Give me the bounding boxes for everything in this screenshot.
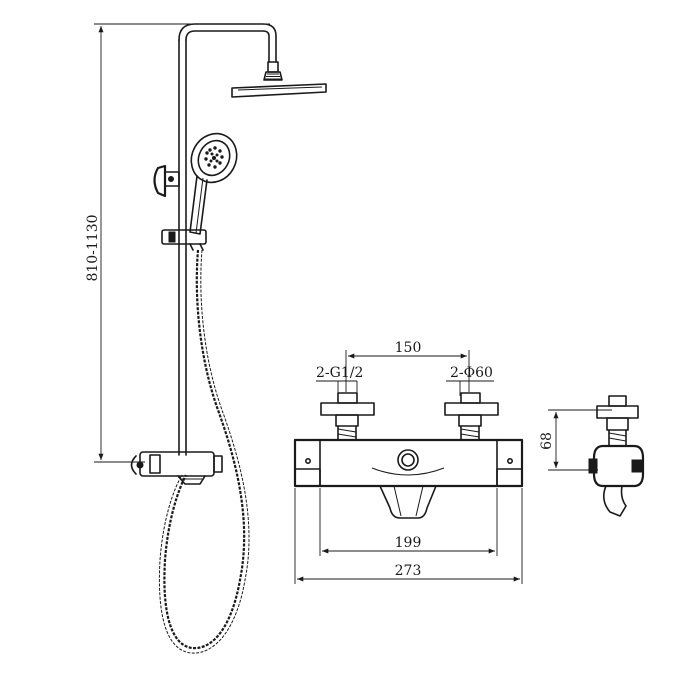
left-inlet-fitting <box>320 392 375 441</box>
hand-shower-nozzles <box>204 146 224 169</box>
body-width-dimension: 199 <box>319 488 498 556</box>
shower-column-view: 810-1130 <box>85 23 327 654</box>
inlet-spacing-label: 150 <box>395 340 422 356</box>
hand-shower <box>189 132 238 235</box>
flange-diameter-callout: 2-Φ60 <box>446 365 494 396</box>
inlet-spacing-dimension: 150 <box>345 340 470 392</box>
shower-hose <box>158 249 250 654</box>
thermostatic-mixer-side <box>130 451 223 485</box>
side-depth-dimension: 68 <box>539 409 612 471</box>
body-width-label: 199 <box>395 535 422 551</box>
right-inlet-fitting <box>444 392 499 441</box>
overall-width-label: 273 <box>395 563 422 579</box>
side-depth-label: 68 <box>539 432 555 450</box>
flange-diameter-label: 2-Φ60 <box>450 365 493 381</box>
overhead-shower-head <box>231 61 327 98</box>
overall-width-dimension: 273 <box>294 488 523 584</box>
mixer-side-view: 68 <box>539 395 645 517</box>
wall-bracket <box>153 164 180 198</box>
riser-pipe <box>178 23 277 456</box>
height-range-label: 810-1130 <box>85 214 101 281</box>
mixer-body-front <box>293 438 524 519</box>
slider-holder <box>161 229 207 251</box>
mixer-front-view: 150 2-G1/2 2-Φ60 <box>293 340 524 584</box>
inlet-thread-label: 2-G1/2 <box>316 365 363 381</box>
inlet-thread-callout: 2-G1/2 <box>316 365 363 396</box>
